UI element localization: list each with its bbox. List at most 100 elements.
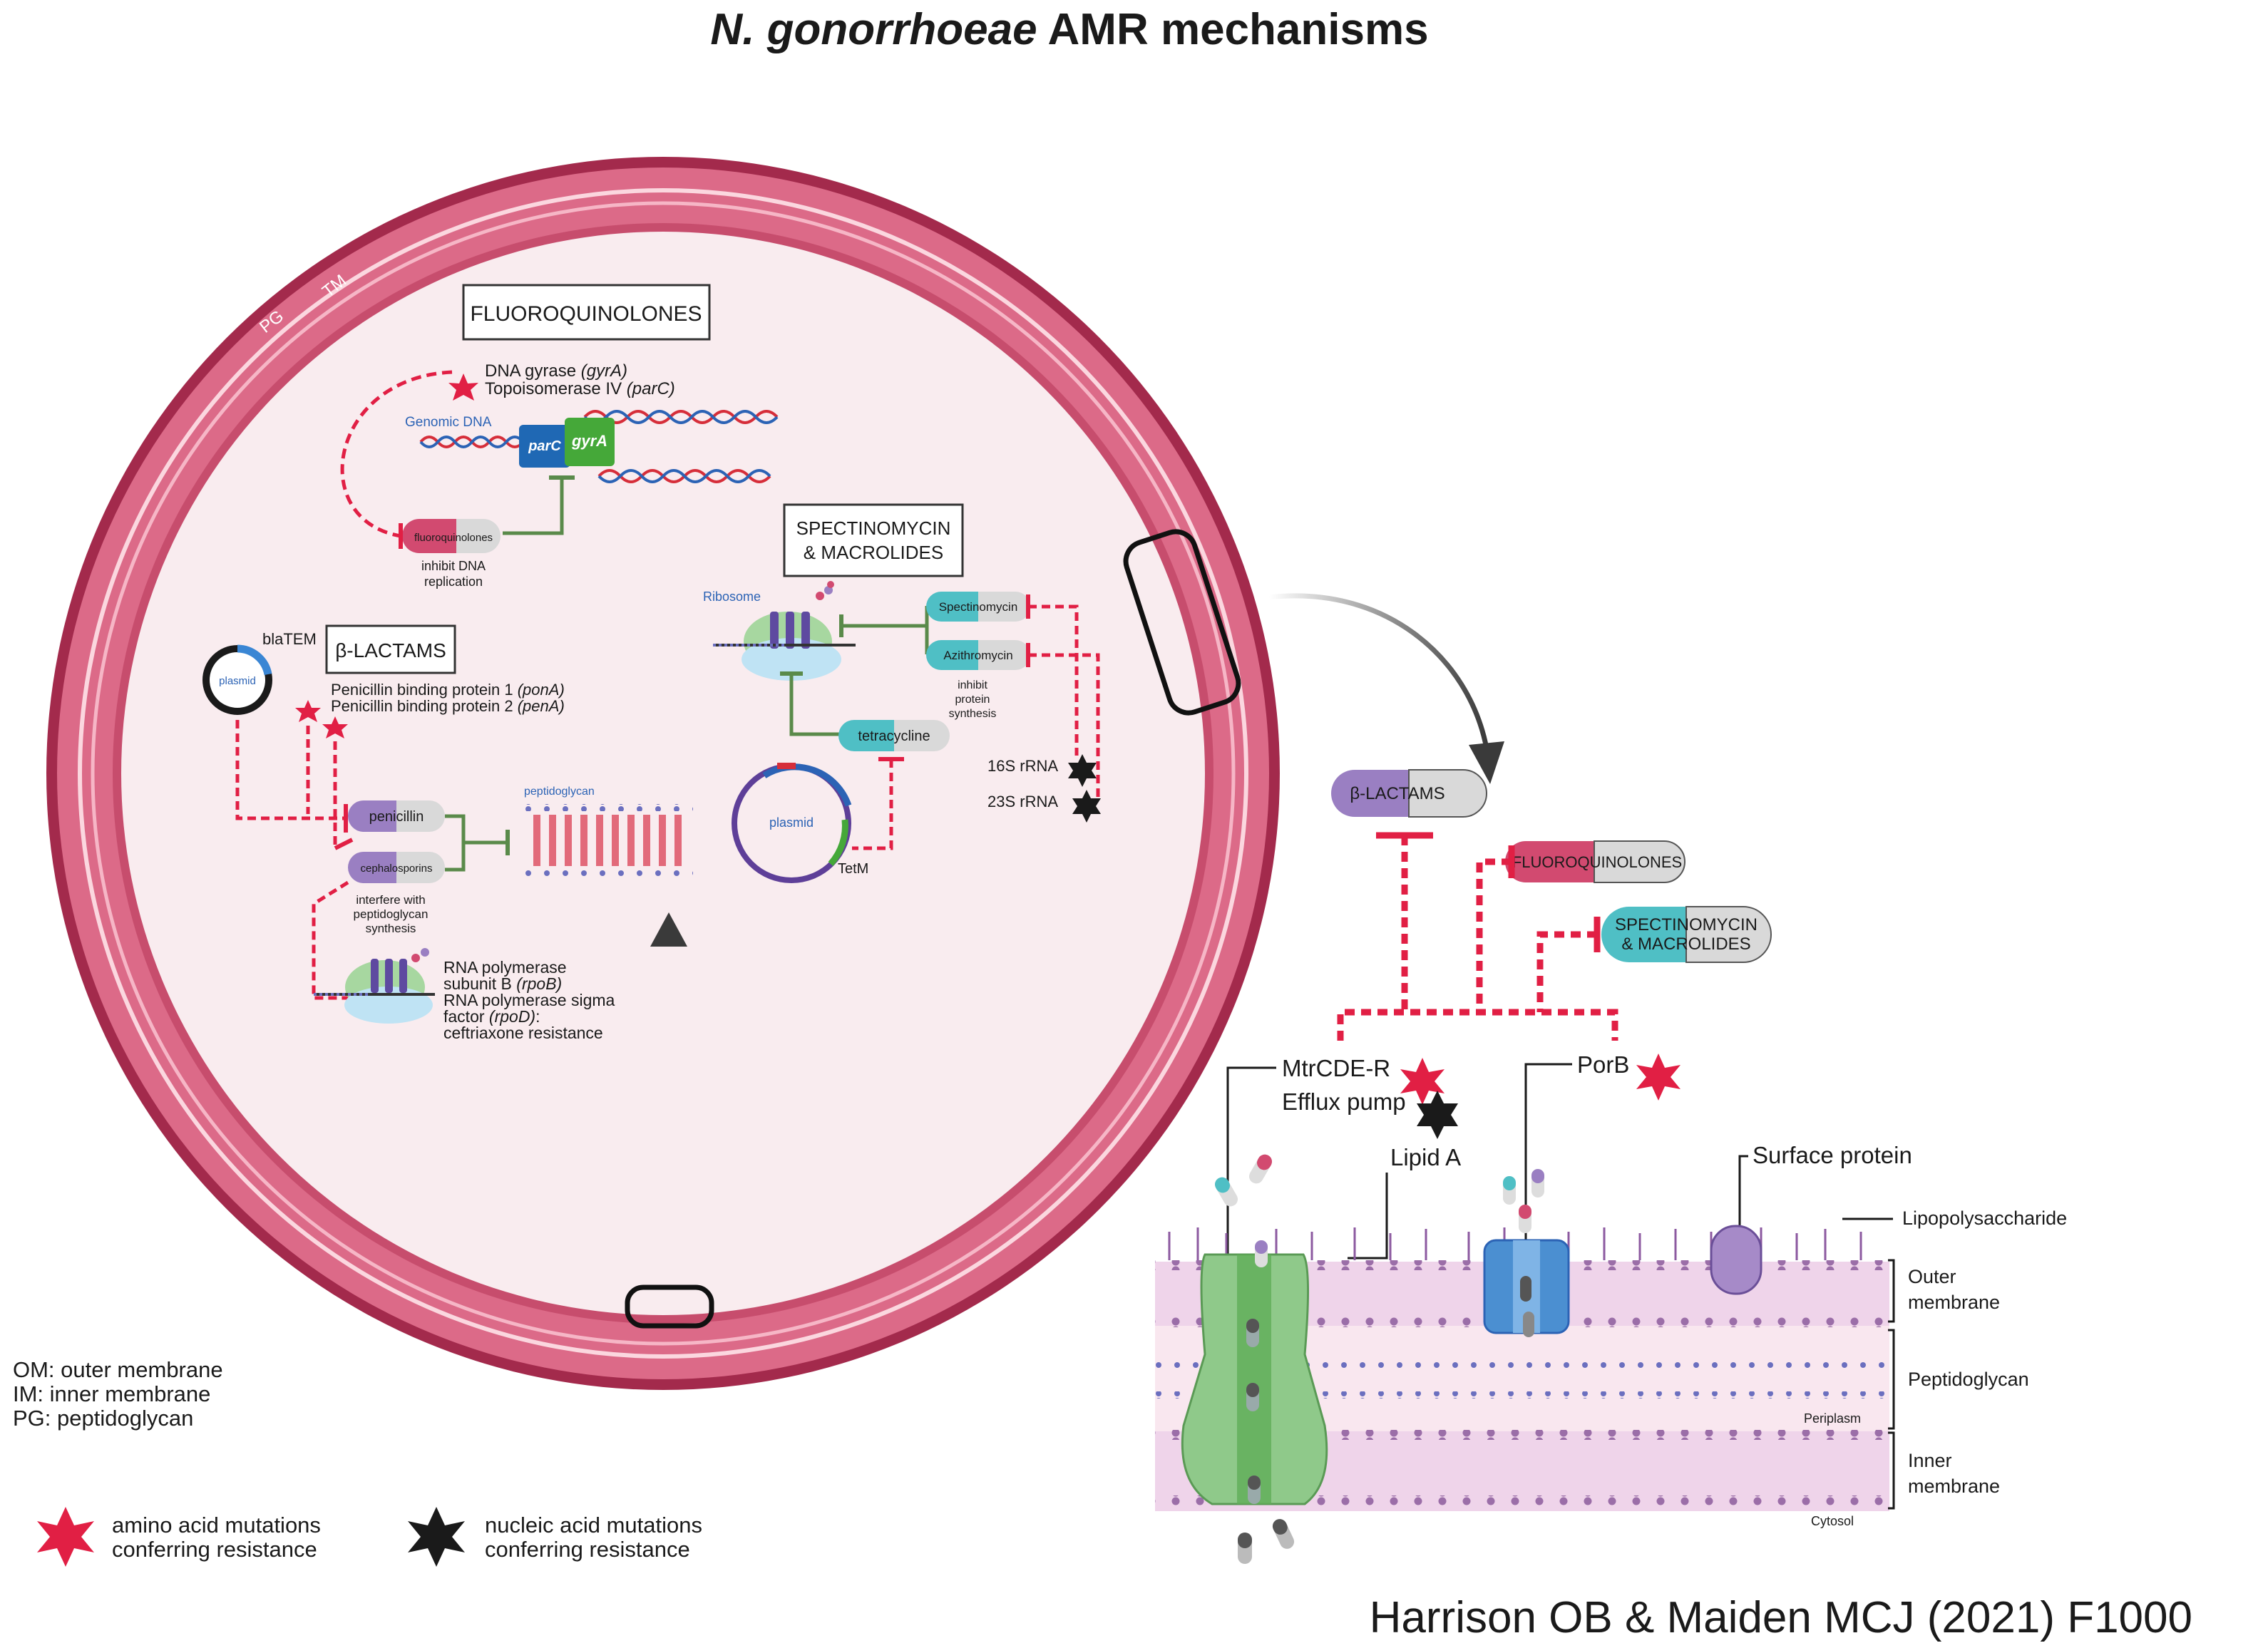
lipid-a-leader-line	[1348, 1173, 1388, 1260]
beta-lactams-box	[325, 624, 456, 674]
peptidoglycan-label: peptidoglycan	[524, 786, 595, 798]
figure-title: N. gonorrhoeae AMR mechanisms	[710, 5, 1428, 54]
zoom-arrow	[1268, 593, 1489, 749]
fluoroquinolones-box	[462, 284, 711, 341]
gyrase-mutation-star-icon	[448, 374, 478, 401]
peptidoglycan-lattice-icon	[522, 804, 693, 877]
ribosome-label: Ribosome	[703, 589, 761, 604]
spec-effect-1: inhibit	[958, 679, 987, 691]
abbrev-im: IM: inner membrane	[13, 1381, 210, 1406]
nucleic-legend-star-icon	[408, 1507, 465, 1567]
pbp1-label: Penicillin binding protein 1 (ponA)	[331, 681, 565, 699]
beta-lactams-heading: β-LACTAMS	[335, 639, 446, 661]
efflux-mutation-star-icon	[1417, 1091, 1458, 1139]
spectinomycin-box	[783, 503, 964, 577]
rrna-resistance-links	[1028, 604, 1100, 802]
cephalosporins-pill	[348, 852, 445, 883]
azithromycin-pill	[926, 640, 1030, 670]
23s-rrna-label: 23S rRNA	[987, 793, 1058, 810]
membrane-zoom-box	[1123, 529, 1241, 716]
amino-legend-2: conferring resistance	[112, 1537, 317, 1562]
zoom-arrow-head	[1469, 741, 1504, 784]
16s-mutation-star-icon	[1068, 754, 1097, 787]
spectinomycin-heading-1: SPECTINOMYCIN	[796, 517, 951, 539]
bacterial-cell	[46, 157, 1280, 1390]
mtr-label: MtrCDE-R	[1282, 1055, 1390, 1081]
nucleic-legend-1: nucleic acid mutations	[485, 1513, 702, 1538]
bl-effect-2: peptidoglycan	[354, 907, 429, 921]
gyra-block	[565, 418, 615, 466]
zoom-spec-label-2: & MACROLIDES	[1621, 934, 1750, 954]
rpo-line-2: subunit B (rpoB)	[443, 974, 562, 993]
amino-legend-star-icon	[37, 1507, 94, 1567]
inner-membrane-label-2: membrane	[1908, 1476, 2000, 1497]
tet-inhibit-line	[789, 674, 840, 736]
gyra-label: gyrA	[571, 432, 607, 450]
zoom-fluoroquinolones-label: FLUOROQUINOLONES	[1512, 853, 1682, 871]
genomic-dna-label: Genomic DNA	[405, 415, 492, 430]
fq-effect-2: replication	[424, 575, 483, 589]
zoom-beta-lactams-label: β-LACTAMS	[1350, 784, 1445, 803]
tetracycline-pill-label: tetracycline	[858, 728, 930, 744]
periplasm-label: Periplasm	[1804, 1411, 1861, 1426]
blatem-label: blaTEM	[262, 630, 317, 648]
azithromycin-pill-label: Azithromycin	[943, 649, 1012, 662]
nucleic-legend-2: conferring resistance	[485, 1537, 690, 1562]
porb-label: PorB	[1577, 1051, 1629, 1078]
zoom-spectinomycin-pill	[1601, 906, 1772, 963]
membrane-zoom-box-bottom	[625, 1284, 714, 1329]
zoom-beta-lactams-pill	[1331, 769, 1487, 818]
topo-label: Topoisomerase IV (parC)	[485, 379, 675, 398]
pbp-resistance-bar	[334, 838, 354, 850]
bl-effect-1: interfere with	[356, 893, 425, 907]
spectinomycin-pill-label: Spectinomycin	[939, 600, 1018, 614]
spec-effect-2: protein	[955, 694, 990, 706]
spectinomycin-heading-2: & MACROLIDES	[804, 542, 944, 563]
amino-legend-1: amino acid mutations	[112, 1513, 321, 1538]
pbp2-mutation-star-icon	[322, 716, 348, 738]
pbp2-label: Penicillin binding protein 2 (penA)	[331, 697, 565, 715]
rpo-line-1: RNA polymerase	[443, 958, 567, 977]
zoom-spec-label-1: SPECTINOMYCIN	[1615, 915, 1758, 934]
outer-membrane-label-2: membrane	[1908, 1292, 2000, 1313]
mtr-efflux-pump	[1181, 1253, 1328, 1505]
rpo-resistance-link	[312, 880, 356, 1000]
rpo-line-3: RNA polymerase sigma	[443, 991, 615, 1009]
peptidoglycan-layer-label: Peptidoglycan	[1908, 1369, 2029, 1390]
mtr-mutation-star-icon	[1400, 1058, 1445, 1105]
bl-inhibit-line	[445, 814, 508, 872]
lipid-a-label: Lipid A	[1390, 1144, 1461, 1170]
blatem-plasmid-label: plasmid	[219, 675, 256, 687]
16s-rrna-label: 16S rRNA	[987, 757, 1058, 775]
23s-mutation-star-icon	[1072, 790, 1101, 823]
porb-leader-line	[1524, 1063, 1572, 1244]
outer-membrane-label-1: Outer	[1908, 1266, 1956, 1287]
fq-effect-1: inhibit DNA	[421, 559, 486, 573]
blatem-resistance-link	[235, 720, 346, 820]
rpo-line-4: factor (rpoD):	[443, 1007, 540, 1026]
tetracycline-pill	[838, 720, 950, 751]
cytosol-label: Cytosol	[1811, 1514, 1854, 1528]
up-arrow-head	[650, 912, 687, 947]
inner-membrane-label-1: Inner	[1908, 1450, 1952, 1471]
spec-effect-3: synthesis	[949, 708, 997, 720]
ribosome-icon	[713, 581, 856, 681]
spectinomycin-pill	[926, 592, 1030, 622]
tetm-resistance-link	[852, 759, 893, 850]
abbrev-om: OM: outer membrane	[13, 1357, 223, 1382]
zoom-shared-link	[1337, 1009, 1618, 1041]
zoom-fluoroquinolones-pill	[1505, 840, 1685, 883]
zoom-fq-link	[1476, 858, 1512, 1012]
bl-effect-3: synthesis	[366, 922, 416, 935]
fq-inhibit-line	[503, 478, 564, 535]
pump-drug-molecules	[1215, 1154, 1295, 1564]
penicillin-pill-label: penicillin	[369, 809, 424, 825]
parc-block	[519, 425, 570, 468]
gyrase-label: DNA gyrase (gyrA)	[485, 361, 627, 381]
rna-polymerase-icon	[314, 948, 435, 1024]
genomic-dna-strands	[419, 410, 779, 483]
fluoroquinolones-heading: FLUOROQUINOLONES	[470, 302, 702, 326]
pbp1-mutation-star-icon	[295, 700, 321, 722]
porb-porin	[1483, 1169, 1570, 1337]
fq-pill-label: fluoroquinolones	[414, 532, 493, 544]
